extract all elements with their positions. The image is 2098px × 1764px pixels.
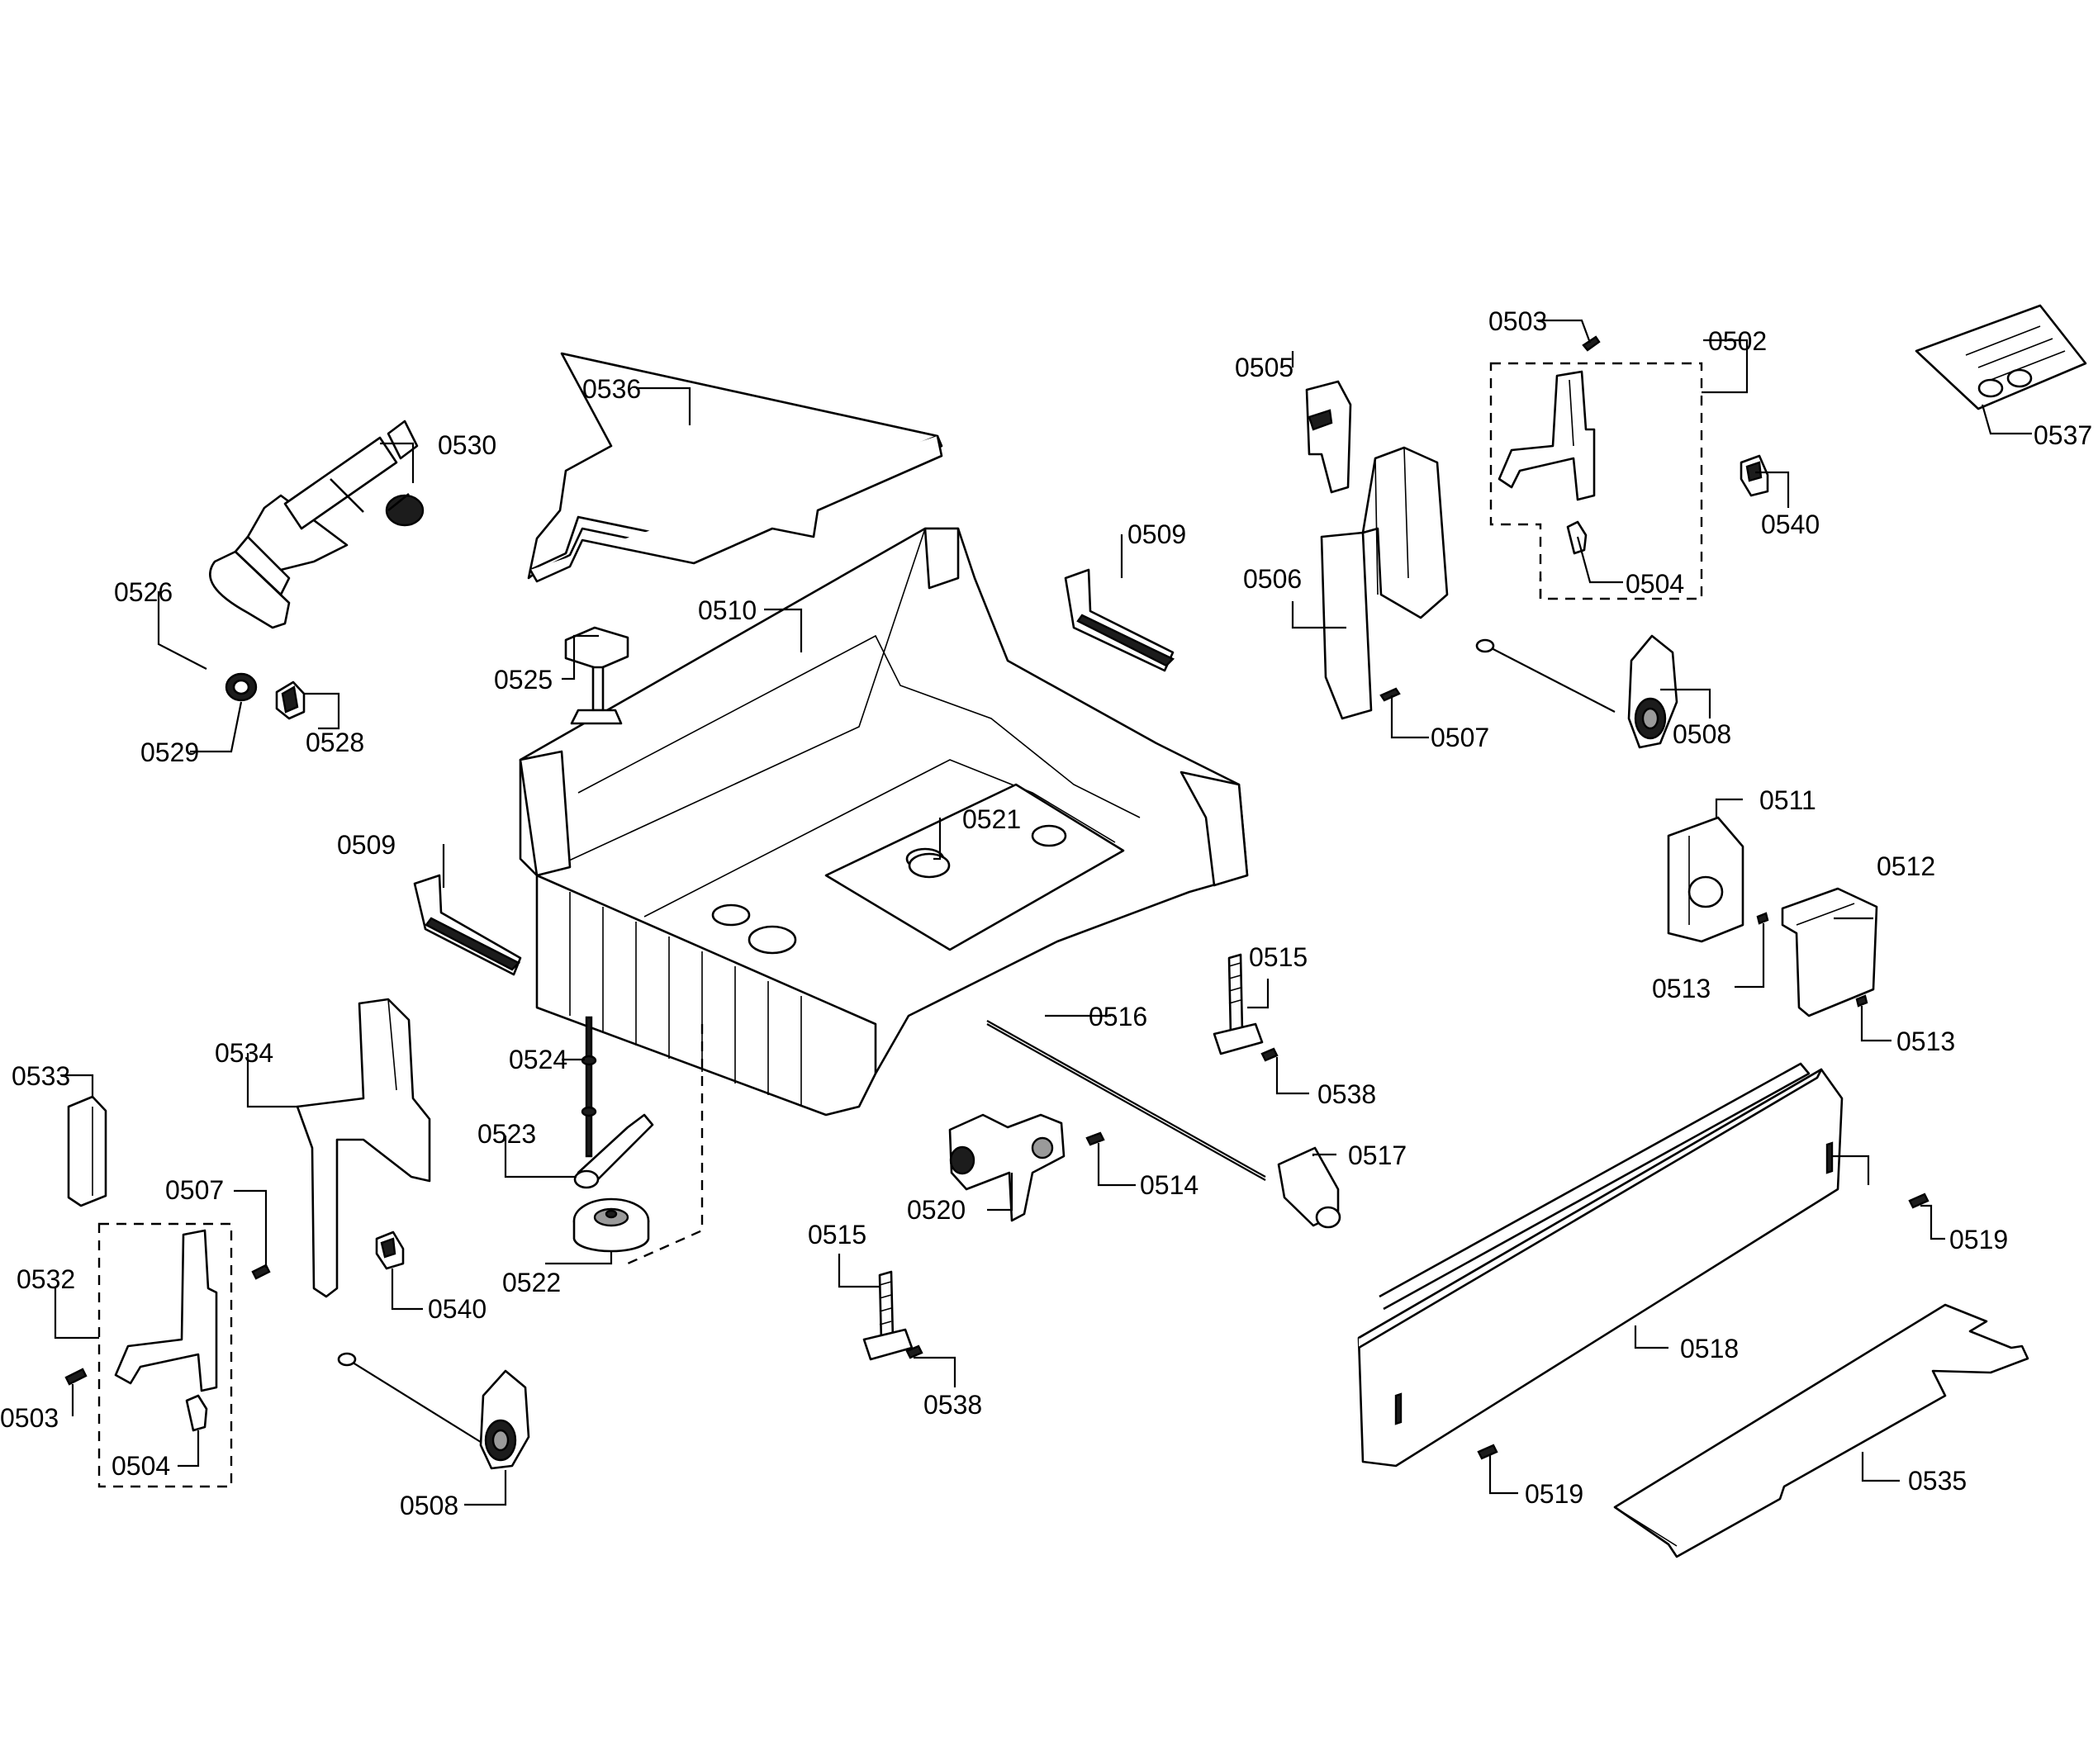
- part-0508-sensor-right: [1475, 634, 1678, 749]
- callout-0515-mid: 0515: [1249, 942, 1308, 972]
- callout-0511: 0511: [1759, 785, 1816, 815]
- guide-line-0522: [627, 1024, 704, 1265]
- callout-0530: 0530: [438, 430, 496, 460]
- callout-0528: 0528: [306, 728, 364, 757]
- callout-0532: 0532: [17, 1264, 75, 1294]
- part-0515-foot-low: [862, 1270, 914, 1361]
- callout-0505: 0505: [1235, 353, 1293, 382]
- callout-0523: 0523: [477, 1119, 536, 1149]
- part-0513-screw-b: [1855, 994, 1868, 1008]
- callout-0517: 0517: [1348, 1140, 1407, 1170]
- part-0504-clip-top: [1566, 520, 1588, 555]
- callout-0503-left: 0503: [0, 1403, 59, 1433]
- part-0503-screw-left: [64, 1368, 88, 1386]
- callout-0524: 0524: [509, 1045, 567, 1074]
- part-0520-valve: [948, 1113, 1066, 1222]
- callout-0519-low: 0519: [1525, 1479, 1583, 1509]
- callout-0518: 0518: [1680, 1334, 1739, 1363]
- part-0538-screw-mid: [1260, 1047, 1279, 1062]
- leader-lines: [54, 319, 2032, 1506]
- callout-0529: 0529: [140, 737, 199, 767]
- callout-0521: 0521: [962, 804, 1021, 834]
- part-0529-clamp: [225, 672, 258, 702]
- callout-0522: 0522: [502, 1268, 561, 1297]
- callout-0502: 0502: [1708, 326, 1767, 356]
- callout-0540-left: 0540: [428, 1294, 487, 1324]
- callout-0513-a: 0513: [1652, 974, 1711, 1003]
- callout-0515-low: 0515: [808, 1220, 866, 1250]
- callout-0519-right: 0519: [1949, 1225, 2008, 1254]
- part-0509-strip-top: [1064, 568, 1175, 672]
- part-0525-foot: [564, 626, 629, 725]
- part-0502-bracket-group: [1489, 362, 1703, 600]
- callout-0520: 0520: [907, 1195, 966, 1225]
- part-0515-foot-mid: [1213, 953, 1264, 1055]
- part-0537-hardware-bag: [1915, 304, 2087, 410]
- part-0540-clip-right: [1740, 454, 1769, 497]
- callout-0526: 0526: [114, 577, 173, 607]
- part-0533-cover: [67, 1095, 107, 1207]
- callout-0508-left: 0508: [400, 1491, 458, 1520]
- part-0530-clamp: [385, 492, 425, 527]
- callout-0504-left: 0504: [112, 1451, 170, 1481]
- part-0506-bracket: [1320, 446, 1449, 720]
- part-0518-toe-panel: [1357, 1062, 1844, 1468]
- part-0532-bracket-group: [97, 1222, 233, 1488]
- part-0540-clip-left: [375, 1231, 405, 1270]
- callout-0538-low: 0538: [923, 1390, 982, 1420]
- part-0538-screw-low: [905, 1344, 923, 1359]
- part-0519-screw-low: [1477, 1444, 1498, 1460]
- part-0524-spindle: [581, 1016, 597, 1158]
- callout-0537: 0537: [2034, 420, 2092, 450]
- callout-0507-left: 0507: [165, 1175, 224, 1205]
- part-0507-screw-right: [1379, 687, 1401, 702]
- callout-0533: 0533: [12, 1061, 70, 1091]
- callout-0504-top: 0504: [1626, 569, 1684, 599]
- callout-0514: 0514: [1140, 1170, 1199, 1200]
- part-0512-cover: [1781, 887, 1878, 1017]
- callout-0508-right: 0508: [1673, 719, 1731, 749]
- part-0526-hose: [209, 420, 419, 629]
- part-0507-screw-left: [251, 1264, 271, 1280]
- part-0509-strip-left: [413, 874, 522, 976]
- part-0513-screw-a: [1756, 912, 1769, 925]
- callout-0512: 0512: [1877, 851, 1935, 881]
- part-0536-pad: [527, 352, 943, 583]
- part-0534-bracket: [296, 998, 431, 1298]
- part-0528-clip: [275, 680, 306, 720]
- callout-0536: 0536: [582, 374, 641, 404]
- part-0503-screw-top: [1582, 335, 1601, 352]
- part-0516-rod: [986, 1020, 1266, 1181]
- callout-labels: 0536 0530 0526 0529 0528 0525 0510 0509 …: [0, 306, 2092, 1520]
- callout-0534: 0534: [215, 1038, 273, 1068]
- callout-0540-right: 0540: [1761, 510, 1820, 539]
- callout-0507-right: 0507: [1431, 723, 1489, 752]
- part-0517-cap: [1277, 1146, 1341, 1229]
- callout-0513-b: 0513: [1896, 1027, 1955, 1056]
- part-0511-housing: [1667, 816, 1744, 943]
- callout-0509-left: 0509: [337, 830, 396, 860]
- callout-0510: 0510: [698, 595, 757, 625]
- part-0523-arm: [573, 1113, 654, 1189]
- callout-0535: 0535: [1908, 1466, 1967, 1496]
- callout-0509-top: 0509: [1127, 519, 1186, 549]
- part-0504-clip-left: [185, 1394, 208, 1432]
- callout-0516: 0516: [1089, 1002, 1147, 1031]
- part-0522-impeller: [572, 1197, 650, 1253]
- part-0514-screw: [1085, 1131, 1105, 1146]
- callout-0525: 0525: [494, 665, 553, 695]
- part-0505-bracket: [1305, 380, 1352, 494]
- part-0519-screw-right: [1908, 1193, 1929, 1209]
- part-0535-strip: [1613, 1303, 2029, 1558]
- callout-0503-top: 0503: [1488, 306, 1547, 336]
- part-0510-base: [519, 527, 1249, 1117]
- part-0508-sensor-left: [337, 1352, 530, 1470]
- callout-0506: 0506: [1243, 564, 1302, 594]
- part-0521-pump: [908, 852, 951, 879]
- callout-0538-mid: 0538: [1317, 1079, 1376, 1109]
